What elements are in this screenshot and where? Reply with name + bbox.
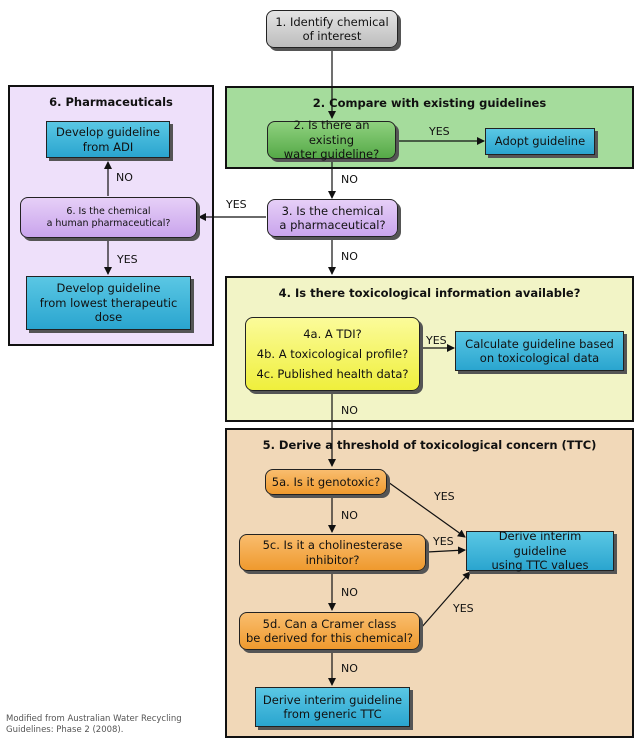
arrow-5a-yes xyxy=(387,481,466,538)
develop-guideline-adi-box: Develop guideline from ADI xyxy=(46,121,170,158)
derive-generic-ttc-box: Derive interim guideline from generic TT… xyxy=(255,687,410,727)
panel-title-pharmaceuticals: 6. Pharmaceuticals xyxy=(49,95,173,109)
label-no-3: NO xyxy=(341,250,358,263)
toxicological-profile-question: 4b. A toxicological profile? xyxy=(256,346,409,361)
label-no-2: NO xyxy=(341,173,358,186)
source-note: Modified from Australian Water Recycling… xyxy=(6,714,182,736)
toxicological-info-question: 4a. A TDI? 4b. A toxicological profile? … xyxy=(245,317,420,391)
label-yes-5a: YES xyxy=(434,490,455,503)
calculate-guideline-box: Calculate guideline based on toxicologic… xyxy=(455,331,624,371)
label-no-5c: NO xyxy=(341,586,358,599)
pharmaceutical-question: 3. Is the chemical a pharmaceutical? xyxy=(267,199,398,237)
human-pharmaceutical-question: 6. Is the chemical a human pharmaceutica… xyxy=(20,197,197,238)
published-health-data-question: 4c. Published health data? xyxy=(256,366,409,381)
label-no-4: NO xyxy=(341,404,358,417)
tdi-question: 4a. A TDI? xyxy=(303,326,362,341)
label-yes-4: YES xyxy=(426,334,447,347)
genotoxic-question: 5a. Is it genotoxic? xyxy=(265,469,387,495)
derive-ttc-guideline-box: Derive interim guideline using TTC value… xyxy=(466,529,614,572)
label-no-5a: NO xyxy=(341,509,358,522)
develop-guideline-dose-box: Develop guideline from lowest therapeuti… xyxy=(26,276,191,330)
label-yes-5c: YES xyxy=(433,535,454,548)
identify-chemical-box: 1. Identify chemical of interest xyxy=(266,10,398,48)
label-yes-6: YES xyxy=(117,253,138,266)
cramer-class-question: 5d. Can a Cramer class be derived for th… xyxy=(239,612,420,650)
label-no-6: NO xyxy=(116,171,133,184)
adopt-guideline-box: Adopt guideline xyxy=(485,128,595,155)
existing-guideline-question: 2. Is there an existing water guideline? xyxy=(267,118,396,161)
arrow-5c-yes xyxy=(426,546,466,555)
label-yes-5d: YES xyxy=(453,602,474,615)
label-yes-3: YES xyxy=(226,198,247,211)
label-no-5d: NO xyxy=(341,662,358,675)
panel-title-toxicological: 4. Is there toxicological information av… xyxy=(278,286,581,300)
panel-title-compare: 2. Compare with existing guidelines xyxy=(312,96,547,110)
arrow-5d-yes xyxy=(420,571,471,629)
label-yes-2: YES xyxy=(429,125,450,138)
panel-title-ttc: 5. Derive a threshold of toxicological c… xyxy=(262,438,597,452)
cholinesterase-question: 5c. Is it a cholinesterase inhibitor? xyxy=(239,534,426,571)
